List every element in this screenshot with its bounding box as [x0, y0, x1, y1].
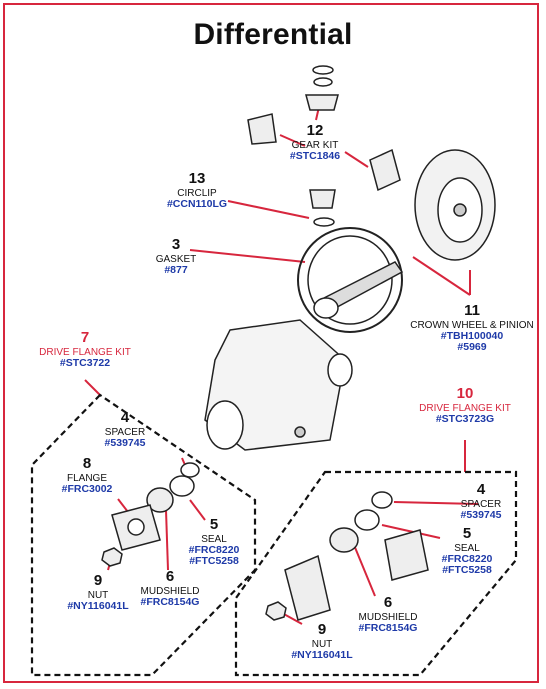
label-drive-flange-kit-right: 10 DRIVE FLANGE KIT #STC3723G — [410, 385, 520, 425]
label-gear-kit: 12 GEAR KIT #STC1846 — [282, 122, 348, 162]
leader-lines — [84, 97, 479, 625]
part-name: MUDSHIELD — [140, 585, 200, 597]
part-number: 3 — [171, 236, 181, 253]
part-name: SEAL — [201, 533, 227, 545]
part-number: 7 — [80, 329, 90, 346]
part-name: SPACER — [104, 426, 146, 438]
part-name: SPACER — [460, 498, 502, 510]
part-name: CIRCLIP — [177, 187, 217, 199]
part-number: 4 — [120, 409, 130, 426]
part-number: 6 — [165, 568, 175, 585]
part-number: 5 — [209, 516, 219, 533]
part-name: FLANGE — [66, 472, 107, 484]
part-number: 13 — [188, 170, 206, 187]
part-code[interactable]: #877 — [164, 263, 188, 276]
part-name: MUDSHIELD — [358, 611, 418, 623]
part-code[interactable]: #NY116041L — [67, 599, 129, 612]
part-number: 11 — [464, 302, 480, 319]
diff-parts — [101, 65, 496, 621]
part-code-alt[interactable]: #5969 — [457, 341, 487, 354]
part-code[interactable]: #CCN110LG — [166, 197, 228, 210]
part-number: 9 — [317, 621, 327, 638]
label-flange: 8 FLANGE #FRC3002 — [50, 455, 124, 495]
part-code[interactable]: #FRC8154G — [140, 595, 200, 608]
label-seal-right: 5 SEAL #FRC8220 #FTC5258 — [432, 525, 502, 577]
part-code[interactable]: #FRC8220 — [441, 552, 493, 565]
page-border — [3, 3, 539, 683]
label-crown-wheel: 11 CROWN WHEEL & PINION #TBH100040 #5969 — [410, 302, 534, 354]
part-code-alt[interactable]: #FTC5258 — [442, 564, 492, 577]
part-name: GEAR KIT — [291, 139, 339, 151]
label-seal-left: 5 SEAL #FRC8220 #FTC5258 — [180, 516, 248, 568]
part-code[interactable]: #FRC3002 — [61, 482, 113, 495]
part-number: 5 — [462, 525, 472, 542]
part-code[interactable]: #539745 — [104, 436, 146, 449]
part-name: GASKET — [155, 253, 197, 265]
part-code[interactable]: #TBH100040 — [440, 329, 504, 342]
label-nut-left: 9 NUT #NY116041L — [56, 572, 140, 612]
label-spacer-left: 4 SPACER #539745 — [90, 409, 160, 449]
part-number: 12 — [306, 122, 324, 139]
label-gasket: 3 GASKET #877 — [153, 236, 199, 276]
part-number: 9 — [93, 572, 103, 589]
part-number: 4 — [476, 481, 486, 498]
part-name: SEAL — [454, 542, 480, 554]
part-code[interactable]: #STC3722 — [59, 356, 111, 369]
part-code[interactable]: #STC1846 — [289, 149, 341, 162]
label-mudshield-right: 6 MUDSHIELD #FRC8154G — [348, 594, 428, 634]
label-mudshield-left: 6 MUDSHIELD #FRC8154G — [130, 568, 210, 608]
page-title: Differential — [193, 18, 353, 51]
part-code-alt[interactable]: #FTC5258 — [189, 555, 239, 568]
part-number: 10 — [456, 385, 474, 402]
part-code[interactable]: #STC3723G — [435, 412, 495, 425]
part-code[interactable]: #FRC8220 — [188, 543, 240, 556]
label-drive-flange-kit-left: 7 DRIVE FLANGE KIT #STC3722 — [30, 329, 140, 369]
label-circlip: 13 CIRCLIP #CCN110LG — [156, 170, 238, 210]
kit-outlines — [30, 393, 518, 677]
part-code[interactable]: #FRC8154G — [358, 621, 418, 634]
part-code[interactable]: #NY116041L — [291, 648, 353, 661]
part-name: CROWN WHEEL & PINION — [410, 319, 534, 331]
part-number: 8 — [82, 455, 92, 472]
label-nut-right: 9 NUT #NY116041L — [280, 621, 364, 661]
label-spacer-right: 4 SPACER #539745 — [446, 481, 516, 521]
part-name: DRIVE FLANGE KIT — [39, 346, 131, 358]
part-name: NUT — [311, 638, 333, 650]
part-name: DRIVE FLANGE KIT — [419, 402, 511, 414]
part-name: NUT — [87, 589, 109, 601]
part-number: 6 — [383, 594, 393, 611]
part-code[interactable]: #539745 — [460, 508, 502, 521]
